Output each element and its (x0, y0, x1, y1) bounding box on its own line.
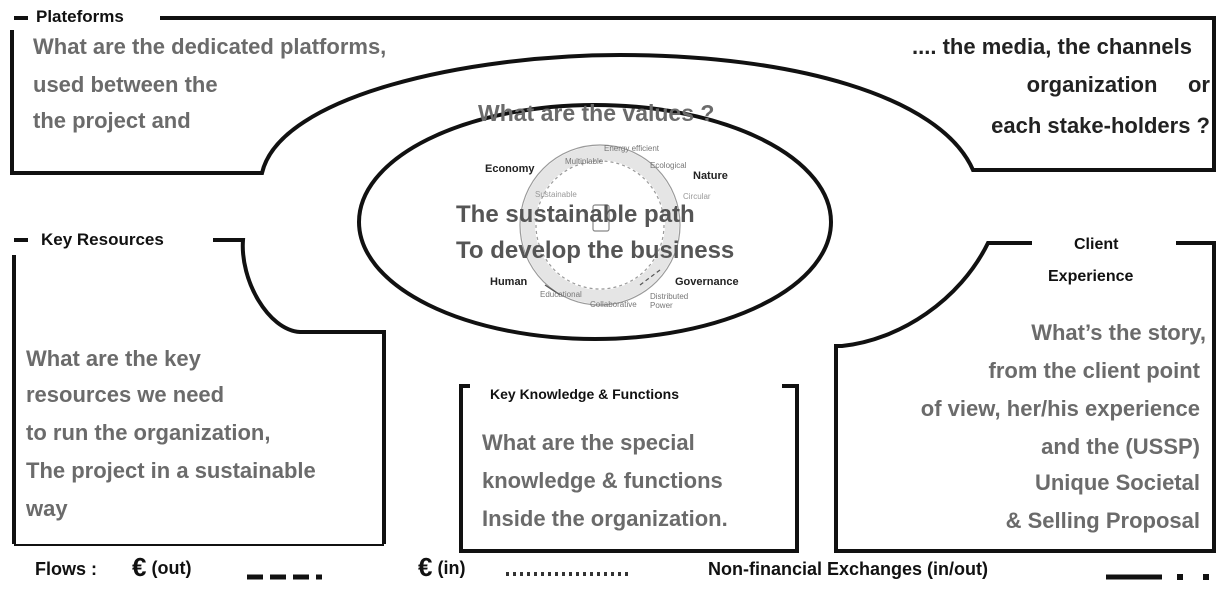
plateforms-left-line-1: What are the dedicated platforms, (33, 34, 387, 59)
values-question: What are the values ? (478, 100, 715, 126)
wheel-label-ecological: Ecological (650, 161, 687, 170)
legend-euro-out: € (out) (132, 552, 191, 583)
sustainability-wheel (519, 144, 681, 306)
legend-euro-in-symbol: € (418, 552, 433, 582)
wheel-label-governance: Governance (675, 276, 739, 288)
values-line-2: To develop the business (456, 237, 735, 264)
legend-euro-in-label: (in) (437, 558, 466, 578)
values-line-1: The sustainable path (456, 201, 695, 228)
legend-euro-out-symbol: € (132, 552, 147, 582)
key-resources-line-4: The project in a sustainable (26, 458, 316, 483)
legend-euro-in: € (in) (418, 552, 465, 583)
plateforms-title: Plateforms (30, 7, 130, 27)
client-experience-box-border (834, 241, 1216, 553)
plateforms-right-line-2: organization or (1026, 72, 1210, 97)
key-knowledge-line-2: knowledge & functions (482, 468, 723, 493)
legend-non-financial-label: Non-financial Exchanges (in/out) (708, 559, 989, 579)
key-resources-line-5: way (26, 496, 68, 521)
key-knowledge-line-3: Inside the organization. (482, 506, 728, 531)
wheel-label-energy: Energy efficient (604, 144, 659, 153)
plateforms-right-line-3: each stake-holders ? (991, 113, 1210, 138)
values-ellipse (357, 103, 833, 341)
key-resources-line-1: What are the key (26, 346, 201, 371)
legend-non-financial-dot-1 (1177, 574, 1183, 580)
wheel-label-human: Human (490, 276, 528, 288)
plateforms-left-line-2: used between the (33, 72, 218, 97)
wheel-label-nature: Nature (693, 170, 728, 182)
client-experience-title-line-2: Experience (1042, 268, 1140, 287)
client-experience-line-6: & Selling Proposal (1005, 508, 1200, 533)
wheel-label-sustainable: Sustainable (535, 190, 577, 199)
plateforms-right-line-1: .... the media, the channels (912, 34, 1192, 59)
client-experience-line-1: What’s the story, (1031, 320, 1206, 345)
plateforms-box-border (10, 16, 1216, 175)
key-resources-box-border (213, 238, 386, 544)
wheel-label-distributed: Distributed Power (650, 292, 689, 310)
client-experience-line-4: and the (USSP) (1041, 434, 1200, 459)
legend-flows-label: Flows : (35, 559, 97, 579)
client-experience-title-line-1: Client (1068, 236, 1125, 255)
wheel-label-circular: Circular (683, 192, 711, 201)
wheel-label-educational: Educational (540, 290, 582, 299)
wheel-label-collaborative: Collaborative (590, 300, 637, 309)
key-resources-line-3: to run the organization, (26, 420, 271, 445)
client-experience-line-5: Unique Societal (1034, 470, 1200, 495)
legend-euro-out-label: (out) (151, 558, 192, 578)
key-knowledge-line-1: What are the special (482, 430, 695, 455)
key-resources-line-2: resources we need (26, 382, 225, 407)
plateforms-left-line-3: the project and (33, 108, 191, 133)
wheel-label-economy: Economy (485, 163, 535, 175)
key-knowledge-box-border (459, 384, 799, 553)
legend-non-financial-dot-2 (1203, 574, 1209, 580)
wheel-label-multiplable: Multiplable (565, 157, 604, 166)
key-resources-title: Key Resources (35, 230, 170, 250)
client-experience-line-2: from the client point (988, 358, 1200, 383)
client-experience-line-3: of view, her/his experience (920, 396, 1200, 421)
legend-lines (247, 572, 1209, 580)
key-knowledge-title: Key Knowledge & Functions (484, 386, 686, 403)
